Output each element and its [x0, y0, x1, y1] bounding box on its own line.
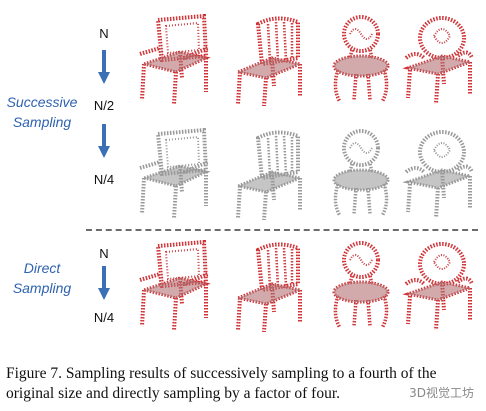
- arrow-down-icon: [98, 266, 110, 300]
- chair-pointcloud-image: [232, 16, 306, 106]
- group-label-direct: Direct Sampling: [13, 258, 71, 298]
- chair-pointcloud-image: [402, 242, 474, 331]
- label-n-quarter-a: N/4: [93, 172, 115, 187]
- group-label-direct-line2: Sampling: [12, 280, 72, 296]
- chair-pointcloud-image: [138, 128, 211, 219]
- chair-pointcloud-image: [332, 241, 390, 329]
- label-n-half: N/2: [93, 98, 115, 113]
- chair-pointcloud-image: [232, 130, 306, 220]
- watermark: 3D视觉工坊: [407, 384, 476, 401]
- label-n-top: N: [99, 26, 109, 41]
- chair-pointcloud-image: [138, 14, 211, 105]
- arrow-down-icon: [98, 124, 110, 158]
- chair-pointcloud-image: [232, 242, 306, 332]
- group-label-successive-line2: Sampling: [12, 114, 72, 130]
- group-label-successive-line1: Successive: [6, 94, 78, 110]
- arrow-down-icon: [98, 50, 110, 84]
- group-label-successive: Successive Sampling: [7, 92, 78, 132]
- label-n-quarter-b: N/4: [93, 310, 115, 325]
- label-n-bottom: N: [99, 246, 109, 261]
- figure-caption: Figure 7. Sampling results of successive…: [6, 365, 437, 402]
- chair-pointcloud-image: [332, 129, 390, 217]
- divider-line: [86, 229, 478, 231]
- group-label-direct-line1: Direct: [23, 260, 61, 276]
- chair-pointcloud-image: [332, 15, 390, 103]
- chair-pointcloud-image: [138, 240, 211, 331]
- chair-pointcloud-image: [402, 16, 474, 105]
- chair-pointcloud-image: [402, 130, 474, 219]
